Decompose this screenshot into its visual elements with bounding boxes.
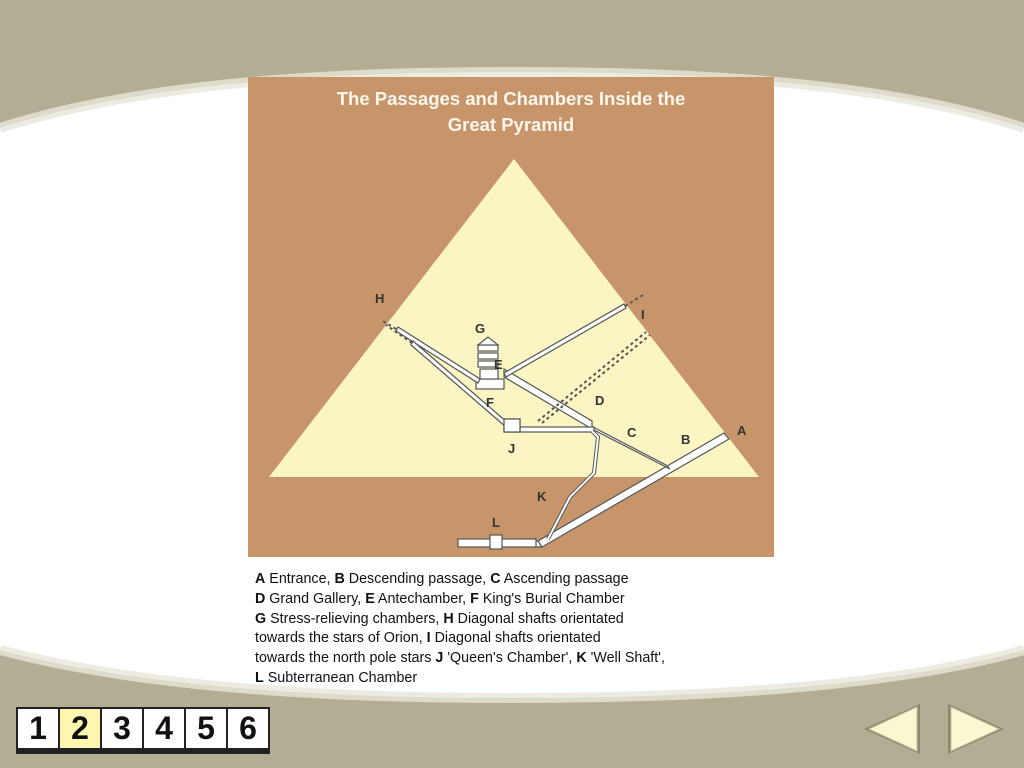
caption-key-letter: H xyxy=(443,610,454,627)
caption-text: Ascending passage xyxy=(500,571,629,587)
caption-key-letter: B xyxy=(334,571,345,587)
label-l: L xyxy=(492,515,500,530)
label-j: J xyxy=(508,441,515,456)
caption-key-letter: J xyxy=(435,650,444,667)
page-button-1[interactable]: 1 xyxy=(18,709,58,748)
page-button-4[interactable]: 4 xyxy=(144,709,184,748)
caption-key-letter: D xyxy=(255,590,266,607)
kings-chamber xyxy=(475,336,505,390)
figure-title: The Passages and Chambers Inside the Gre… xyxy=(248,86,774,138)
caption-text: Descending passage, xyxy=(344,571,491,587)
previous-button[interactable] xyxy=(860,700,924,758)
page-selector: 1 2 3 4 5 6 xyxy=(16,707,270,754)
north-shaft-i xyxy=(503,303,627,378)
subterranean-passage xyxy=(457,534,544,550)
caption-line: towards the stars of Orion, I Diagonal s… xyxy=(255,629,775,649)
page-button-6[interactable]: 6 xyxy=(228,709,268,748)
page-button-2[interactable]: 2 xyxy=(60,709,100,748)
label-d: D xyxy=(595,393,604,408)
page-button-5[interactable]: 5 xyxy=(186,709,226,748)
page-button-3[interactable]: 3 xyxy=(102,709,142,748)
queens-chamber xyxy=(503,418,521,433)
caption-text: Grand Gallery, xyxy=(265,590,366,607)
caption-key-letter: L xyxy=(255,669,264,686)
caption-line: L Subterranean Chamber xyxy=(255,669,775,689)
caption-line: G Stress-relieving chambers, H Diagonal … xyxy=(255,610,775,630)
label-a: A xyxy=(737,423,747,438)
caption-line: A Entrance, B Descending passage, C Asce… xyxy=(255,570,775,590)
right-triangle-icon xyxy=(948,704,1004,754)
label-f: F xyxy=(486,395,494,410)
label-h: H xyxy=(375,291,384,306)
grand-gallery xyxy=(503,367,593,431)
figure-title-line2: Great Pyramid xyxy=(447,114,575,135)
pyramid-shape xyxy=(269,159,759,477)
caption-key-letter: C xyxy=(490,571,501,587)
caption-key-letter: A xyxy=(255,571,266,587)
caption-text: Diagonal shafts orientated xyxy=(453,610,624,627)
next-button[interactable] xyxy=(944,700,1008,758)
caption-text: King's Burial Chamber xyxy=(478,590,625,607)
caption-text: Stress-relieving chambers, xyxy=(266,610,444,627)
caption-text: towards the stars of Orion, xyxy=(255,630,427,647)
caption-key-letter: E xyxy=(365,590,375,607)
pyramid-diagram: A B C D E F G H I J K L xyxy=(269,159,759,550)
caption-text: Entrance, xyxy=(265,571,335,587)
left-triangle-icon xyxy=(864,704,920,754)
label-i: I xyxy=(641,307,645,322)
figure-caption: A Entrance, B Descending passage, C Asce… xyxy=(255,570,775,689)
south-shaft-h-upper xyxy=(395,326,481,384)
caption-key-letter: I xyxy=(426,630,431,647)
label-c: C xyxy=(627,425,637,440)
label-g: G xyxy=(475,321,485,336)
caption-text: 'Queen's Chamber', xyxy=(443,650,577,667)
caption-line: D Grand Gallery, E Antechamber, F King's… xyxy=(255,590,775,610)
label-k: K xyxy=(537,489,547,504)
caption-text: Diagonal shafts orientated xyxy=(430,630,601,647)
caption-text: 'Well Shaft', xyxy=(586,650,665,667)
caption-key-letter: K xyxy=(576,650,587,667)
caption-line: towards the north pole stars J 'Queen's … xyxy=(255,649,775,669)
label-b: B xyxy=(681,432,690,447)
caption-text: Antechamber, xyxy=(374,590,471,607)
caption-text: Subterranean Chamber xyxy=(263,669,418,686)
caption-key-letter: G xyxy=(255,610,267,627)
caption-key-letter: F xyxy=(470,590,479,607)
label-e: E xyxy=(494,357,503,372)
caption-text: towards the north pole stars xyxy=(255,650,436,667)
pyramid-figure: A B C D E F G H I J K L The Passages and… xyxy=(248,77,774,557)
figure-title-line1: The Passages and Chambers Inside the xyxy=(336,88,686,109)
